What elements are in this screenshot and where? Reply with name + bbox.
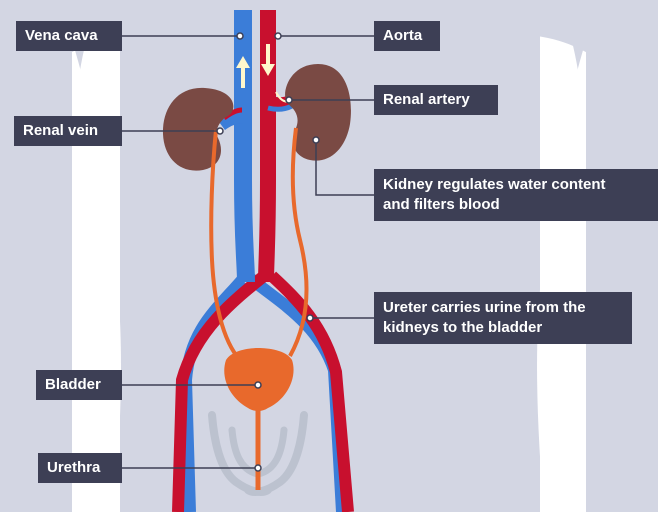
ureter-text-line2: kidneys to the bladder: [383, 318, 623, 338]
vena-cava-dot: [237, 33, 243, 39]
renal-artery-label: Renal artery: [374, 85, 498, 115]
ureter-label: Ureter carries urine from the kidneys to…: [374, 292, 632, 344]
renal-vein-text: Renal vein: [23, 122, 98, 139]
aorta-dot: [275, 33, 281, 39]
renal-artery-dot: [286, 97, 292, 103]
aorta-text: Aorta: [383, 27, 422, 44]
urethra-text: Urethra: [47, 459, 100, 476]
bladder-label: Bladder: [36, 370, 122, 400]
left-arm: [0, 40, 72, 512]
ureter-text-line1: Ureter carries urine from the: [383, 298, 623, 318]
vena-cava-label: Vena cava: [16, 21, 122, 51]
vena-cava: [243, 10, 246, 282]
urethra-label: Urethra: [38, 453, 122, 483]
kidney-dot: [313, 137, 319, 143]
kidney-text-line1: Kidney regulates water content: [383, 175, 649, 195]
renal-artery-text: Renal artery: [383, 91, 470, 108]
aorta-label: Aorta: [374, 21, 440, 51]
renal-vein-label: Renal vein: [14, 116, 122, 146]
kidney-text-line2: and filters blood: [383, 195, 649, 215]
urethra-dot: [255, 465, 261, 471]
bladder-dot: [255, 382, 261, 388]
vena-cava-text: Vena cava: [25, 27, 98, 44]
renal-vein-dot: [217, 128, 223, 134]
ureter-dot: [307, 315, 313, 321]
right-arm: [586, 40, 658, 512]
kidney-label: Kidney regulates water content and filte…: [374, 169, 658, 221]
bladder-text: Bladder: [45, 376, 101, 393]
